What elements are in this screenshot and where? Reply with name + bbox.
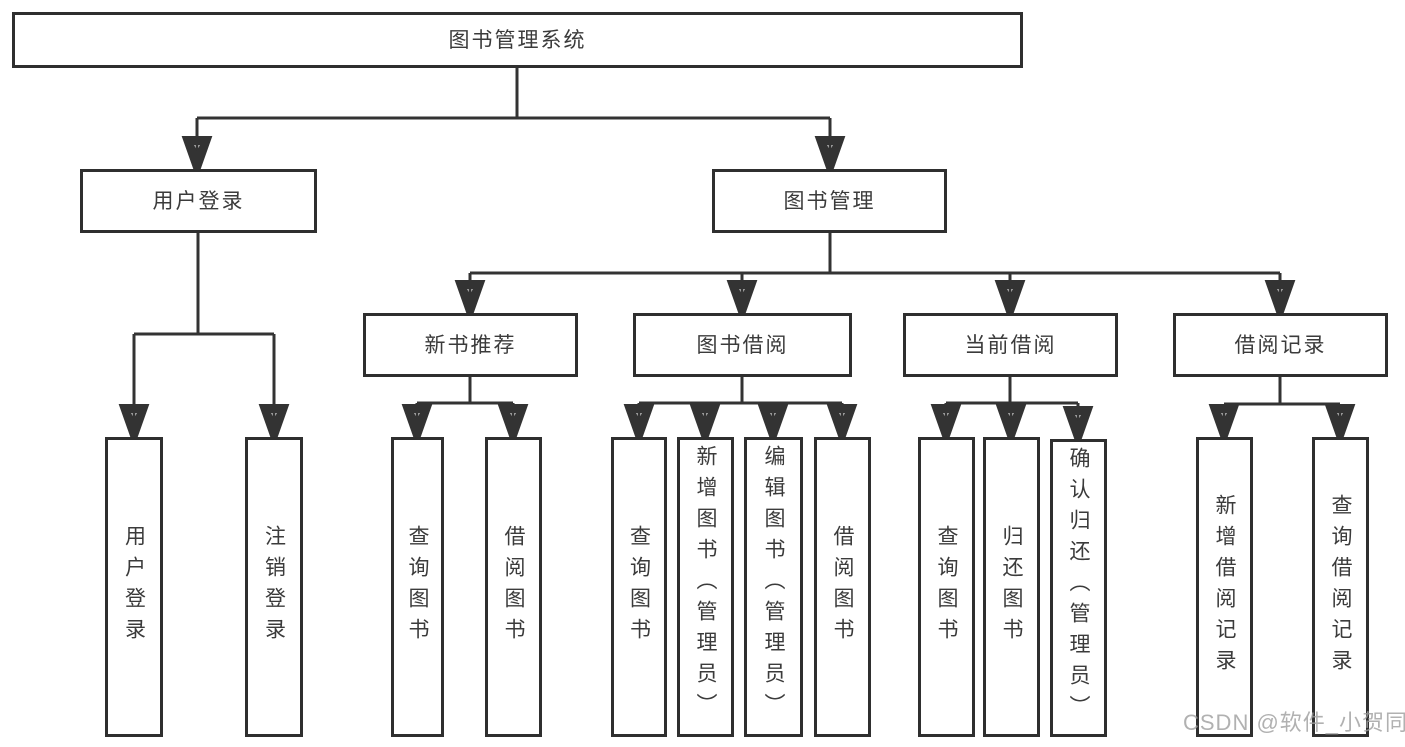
node-borrow-records: 借阅记录 xyxy=(1173,313,1388,377)
leaf-newbooks-borrow-book: 借阅图书 xyxy=(485,437,542,737)
leaf-user-login: 用户登录 xyxy=(105,437,163,737)
leaf-newbooks-query-book: 查询图书 xyxy=(391,437,444,737)
leaf-records-query-record: 查询借阅记录 xyxy=(1312,437,1369,737)
csdn-watermark: CSDN @软件_小贺同学 xyxy=(1183,710,1405,735)
leaf-borrow-add-book-admin: 新增图书（管理员） xyxy=(677,437,734,737)
leaf-logout: 注销登录 xyxy=(245,437,303,737)
connector-root-to-level2 xyxy=(181,68,846,180)
connector-book-borrow-to-leaves xyxy=(623,377,858,448)
leaf-borrow-edit-book-admin: 编辑图书（管理员） xyxy=(744,437,803,737)
connector-current-borrow-to-leaves xyxy=(930,377,1094,450)
leaf-current-return-book: 归还图书 xyxy=(983,437,1040,737)
connector-new-books-to-leaves xyxy=(401,377,529,448)
connector-user-login-to-leaves xyxy=(118,233,290,448)
leaf-borrow-borrow-book: 借阅图书 xyxy=(814,437,871,737)
node-current-borrow: 当前借阅 xyxy=(903,313,1118,377)
node-root-system: 图书管理系统 xyxy=(12,12,1023,68)
connector-book-mgmt-to-level3 xyxy=(454,233,1296,324)
connector-borrow-records-to-leaves xyxy=(1208,377,1356,448)
node-book-borrow: 图书借阅 xyxy=(633,313,852,377)
node-book-management: 图书管理 xyxy=(712,169,947,233)
node-new-book-recommend: 新书推荐 xyxy=(363,313,578,377)
leaf-current-query-book: 查询图书 xyxy=(918,437,975,737)
leaf-borrow-query-book: 查询图书 xyxy=(611,437,667,737)
leaf-records-add-record: 新增借阅记录 xyxy=(1196,437,1253,737)
leaf-current-confirm-return-admin: 确认归还（管理员） xyxy=(1050,439,1107,737)
node-user-login: 用户登录 xyxy=(80,169,317,233)
